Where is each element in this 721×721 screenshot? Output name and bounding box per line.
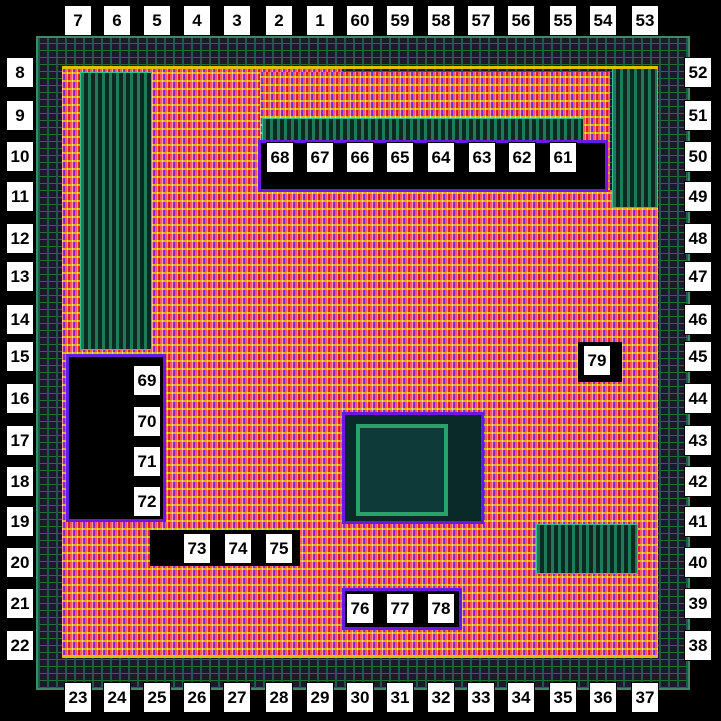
pad-label-54: 54 bbox=[589, 5, 617, 36]
memory-array bbox=[80, 72, 152, 350]
pad-label-40: 40 bbox=[684, 547, 712, 578]
pad-label-14: 14 bbox=[6, 304, 34, 335]
pad-label-38: 38 bbox=[684, 630, 712, 661]
pad-label-67: 67 bbox=[306, 142, 334, 173]
pad-label-30: 30 bbox=[346, 682, 374, 713]
pad-label-9: 9 bbox=[6, 100, 34, 131]
pad-label-35: 35 bbox=[549, 682, 577, 713]
pad-label-44: 44 bbox=[684, 383, 712, 414]
pad-label-1: 1 bbox=[306, 5, 334, 36]
pad-label-21: 21 bbox=[6, 588, 34, 619]
pad-label-71: 71 bbox=[133, 446, 161, 477]
pad-label-13: 13 bbox=[6, 261, 34, 292]
pad-label-16: 16 bbox=[6, 383, 34, 414]
pad-label-24: 24 bbox=[103, 682, 131, 713]
pad-label-53: 53 bbox=[631, 5, 659, 36]
pad-label-70: 70 bbox=[133, 406, 161, 437]
pad-label-10: 10 bbox=[6, 141, 34, 172]
pad-label-76: 76 bbox=[346, 593, 374, 624]
pad-label-55: 55 bbox=[549, 5, 577, 36]
pad-label-31: 31 bbox=[386, 682, 414, 713]
pad-label-22: 22 bbox=[6, 630, 34, 661]
pad-label-15: 15 bbox=[6, 341, 34, 372]
power-bus bbox=[62, 655, 658, 658]
pad-label-61: 61 bbox=[549, 142, 577, 173]
pad-label-20: 20 bbox=[6, 547, 34, 578]
pad-label-18: 18 bbox=[6, 466, 34, 497]
pad-label-48: 48 bbox=[684, 223, 712, 254]
pad-label-26: 26 bbox=[183, 682, 211, 713]
pad-label-79: 79 bbox=[583, 345, 611, 376]
pad-label-32: 32 bbox=[427, 682, 455, 713]
pad-label-60: 60 bbox=[346, 5, 374, 36]
pad-label-75: 75 bbox=[265, 533, 293, 564]
pad-label-36: 36 bbox=[589, 682, 617, 713]
pad-label-12: 12 bbox=[6, 223, 34, 254]
pad-label-23: 23 bbox=[64, 682, 92, 713]
pad-label-27: 27 bbox=[223, 682, 251, 713]
pad-label-41: 41 bbox=[684, 506, 712, 537]
pad-label-45: 45 bbox=[684, 341, 712, 372]
pad-label-2: 2 bbox=[265, 5, 293, 36]
pad-label-52: 52 bbox=[684, 57, 712, 88]
pad-label-66: 66 bbox=[346, 142, 374, 173]
pad-label-19: 19 bbox=[6, 506, 34, 537]
power-bus bbox=[62, 66, 658, 69]
pad-label-39: 39 bbox=[684, 588, 712, 619]
cell-row-top bbox=[262, 118, 584, 142]
pad-label-3: 3 bbox=[223, 5, 251, 36]
pad-label-68: 68 bbox=[266, 142, 294, 173]
pad-label-62: 62 bbox=[508, 142, 536, 173]
pad-label-4: 4 bbox=[183, 5, 211, 36]
pad-label-29: 29 bbox=[306, 682, 334, 713]
cell-row-right bbox=[612, 66, 658, 208]
pad-label-8: 8 bbox=[6, 57, 34, 88]
pad-label-46: 46 bbox=[684, 304, 712, 335]
pad-label-69: 69 bbox=[133, 365, 161, 396]
pad-label-47: 47 bbox=[684, 261, 712, 292]
pad-label-6: 6 bbox=[103, 5, 131, 36]
pad-label-37: 37 bbox=[631, 682, 659, 713]
pad-label-56: 56 bbox=[507, 5, 535, 36]
pad-label-63: 63 bbox=[468, 142, 496, 173]
center-inductor bbox=[356, 424, 448, 516]
pad-label-51: 51 bbox=[684, 100, 712, 131]
pad-label-11: 11 bbox=[6, 181, 34, 212]
pad-label-74: 74 bbox=[224, 533, 252, 564]
pad-label-57: 57 bbox=[467, 5, 495, 36]
pad-label-72: 72 bbox=[133, 486, 161, 517]
pad-label-77: 77 bbox=[386, 593, 414, 624]
pad-label-25: 25 bbox=[143, 682, 171, 713]
pad-label-78: 78 bbox=[427, 593, 455, 624]
pad-label-33: 33 bbox=[467, 682, 495, 713]
pad-label-64: 64 bbox=[427, 142, 455, 173]
pad-label-59: 59 bbox=[386, 5, 414, 36]
pad-label-65: 65 bbox=[386, 142, 414, 173]
pad-label-49: 49 bbox=[684, 181, 712, 212]
pad-label-17: 17 bbox=[6, 425, 34, 456]
pad-label-28: 28 bbox=[265, 682, 293, 713]
pad-label-43: 43 bbox=[684, 425, 712, 456]
pad-label-34: 34 bbox=[507, 682, 535, 713]
pad-label-7: 7 bbox=[64, 5, 92, 36]
cell-block-right bbox=[536, 524, 638, 574]
pad-label-73: 73 bbox=[183, 533, 211, 564]
pad-label-58: 58 bbox=[427, 5, 455, 36]
pad-label-5: 5 bbox=[143, 5, 171, 36]
pad-label-42: 42 bbox=[684, 466, 712, 497]
pad-label-50: 50 bbox=[684, 141, 712, 172]
